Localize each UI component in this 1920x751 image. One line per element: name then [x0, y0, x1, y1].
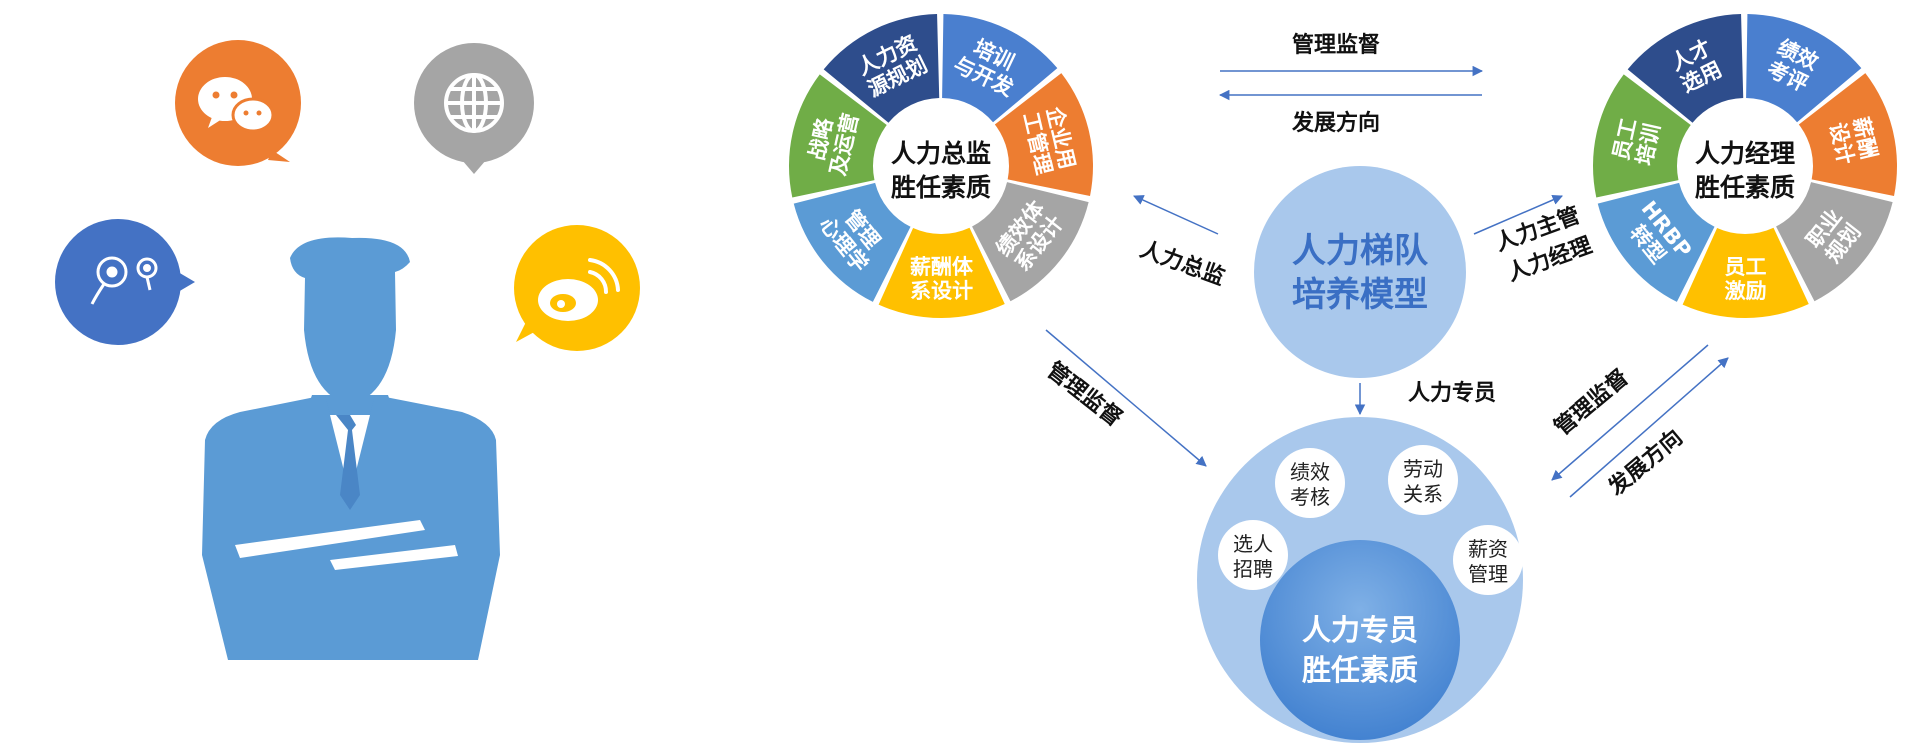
right-develop-label: 发展方向 [1603, 424, 1688, 501]
specialist-item-circle [1388, 445, 1458, 515]
specialist-item-circle [1218, 520, 1288, 590]
specialist-item-line2: 考核 [1290, 485, 1330, 509]
weibo-bubble [514, 225, 640, 351]
manager-segment-label-line1: 员工 [1724, 255, 1766, 279]
core-title-line1: 人力梯队 [1292, 231, 1429, 271]
director-segment [878, 227, 1005, 319]
globe-bubble [414, 43, 534, 174]
manager-center-line2: 胜任素质 [1695, 173, 1795, 202]
manager-segment [1682, 227, 1809, 318]
manager-segment [1597, 182, 1715, 302]
right-supervise-label: 管理监督 [1549, 364, 1633, 440]
director-segment [823, 14, 940, 123]
director-segment [789, 74, 887, 198]
wechat-icon [198, 77, 275, 133]
director-segment [972, 182, 1089, 302]
director-center-disc [875, 100, 1007, 232]
left-supervise-label: 管理监督 [1042, 357, 1127, 432]
location-bubble [55, 219, 195, 345]
core-to-manager-arrow [1473, 194, 1563, 235]
specialist-item-line2: 招聘 [1233, 557, 1273, 581]
director-segment [942, 14, 1058, 123]
director-center-line2: 胜任素质 [891, 173, 991, 202]
core-model-circle: 人力梯队 培养模型 [1254, 166, 1466, 378]
hr-manager-competency-ring: 人才选用绩效考评薪酬设计职业规划员工激励HRBP转型员工培训人力经理胜任素质 [1592, 14, 1897, 318]
specialist-item-line1: 选人 [1233, 532, 1273, 556]
manager-center-disc [1679, 100, 1811, 232]
globe-icon [444, 73, 504, 133]
hr-director-competency-ring: 人力资源规划培训与开发企业用工管理绩效体系设计薪酬体系设计管理心理学战略及运营人… [789, 14, 1093, 319]
specialist-item-line1: 绩效 [1290, 460, 1330, 484]
core-to-director-arrow [1133, 195, 1219, 235]
wechat-bubble [175, 40, 301, 166]
manager-to-specialist-arrow [1551, 344, 1709, 481]
manager-segment-label-line2: 激励 [1725, 279, 1767, 303]
location-pins-icon [90, 256, 158, 305]
specialist-center-line2: 胜任素质 [1302, 653, 1418, 687]
specialist-item-line2: 关系 [1403, 482, 1443, 506]
top-develop-label: 发展方向 [1291, 110, 1380, 136]
director-segment-label-line1: 薪酬体 [910, 255, 974, 279]
manager-segment [1592, 74, 1691, 198]
manager-segment [1746, 14, 1862, 123]
director-arrow-label: 人力总监 [1137, 236, 1229, 291]
specialist-arrow-label: 人力专员 [1408, 380, 1496, 406]
director-segment-label-line2: 系设计 [910, 279, 973, 303]
director-to-specialist-arrow [1045, 329, 1207, 467]
specialist-item-line1: 薪资 [1468, 537, 1508, 561]
businessman-details [235, 415, 458, 570]
relationship-arrows [1045, 65, 1729, 498]
core-title-line2: 培养模型 [1292, 275, 1428, 315]
top-supervise-label: 管理监督 [1292, 32, 1380, 58]
director-segment [994, 73, 1093, 196]
specialist-item-circle [1275, 448, 1345, 518]
specialist-item-circle [1453, 525, 1523, 595]
businessman-figure [202, 237, 500, 660]
weibo-icon [538, 258, 620, 321]
specialist-item-line2: 管理 [1468, 562, 1508, 586]
director-segment [793, 182, 911, 302]
manager-segment [1776, 182, 1893, 302]
specialist-center-line1: 人力专员 [1302, 613, 1418, 647]
specialist-item-line1: 劳动 [1403, 457, 1443, 481]
director-center-line1: 人力总监 [891, 139, 991, 168]
manager-segment [1627, 14, 1744, 123]
manager-center-line1: 人力经理 [1695, 139, 1795, 168]
manager-segment [1798, 73, 1897, 196]
specialist-to-manager-arrow [1569, 357, 1729, 498]
